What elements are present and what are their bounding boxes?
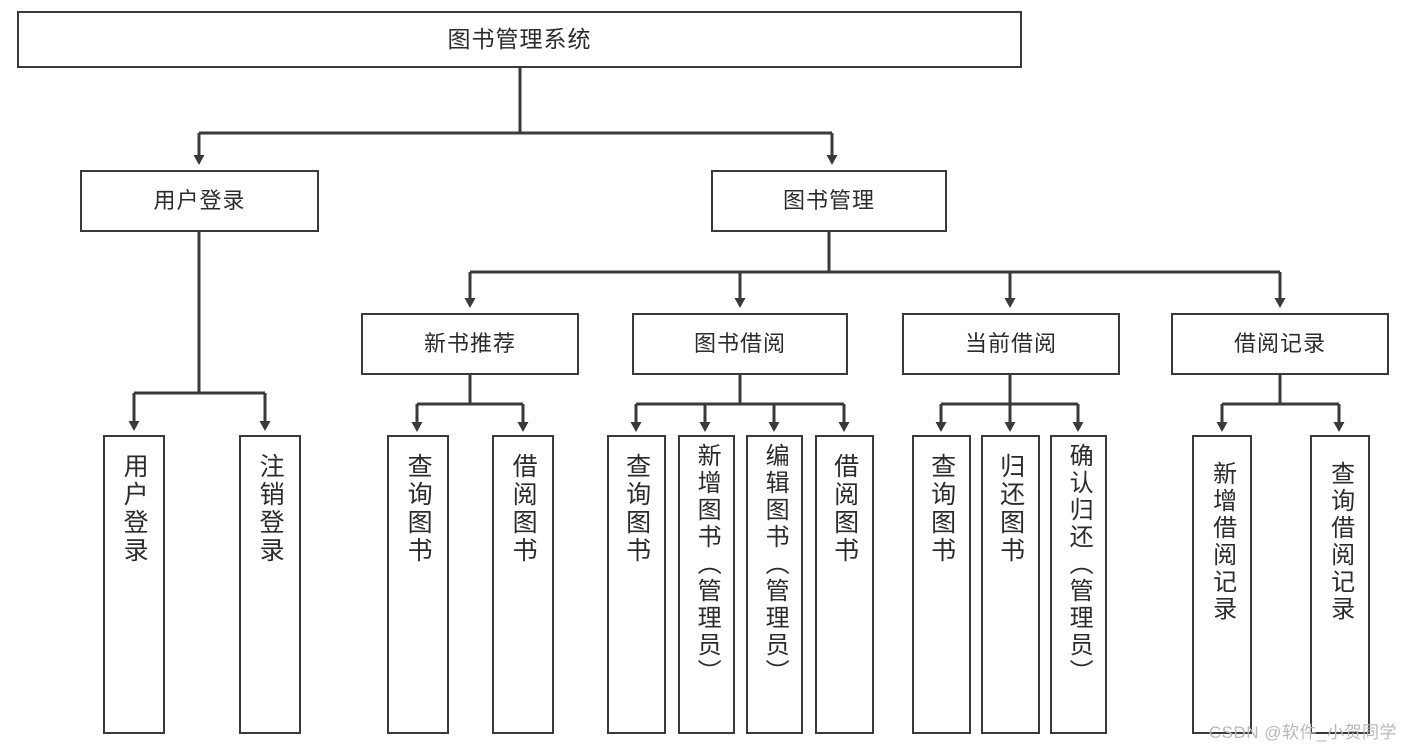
leaf-confirm-return-admin[interactable]: 确认归还（管理员） [1050, 435, 1107, 734]
node-new-book-recommend[interactable]: 新书推荐 [361, 313, 579, 375]
node-user-login[interactable]: 用户登录 [80, 170, 319, 232]
node-label: 查询图书 [622, 453, 651, 565]
leaf-query-book-newbook[interactable]: 查询图书 [387, 435, 449, 734]
leaf-return-book[interactable]: 归还图书 [981, 435, 1040, 734]
node-label: 借阅记录 [1233, 331, 1326, 357]
node-label: 查询图书 [404, 453, 433, 565]
node-label: 借阅图书 [830, 453, 859, 565]
node-current-borrow[interactable]: 当前借阅 [902, 313, 1120, 375]
leaf-borrow-book[interactable]: 借阅图书 [815, 435, 874, 734]
node-label: 用户登录 [153, 188, 246, 214]
leaf-query-borrow-record[interactable]: 查询借阅记录 [1310, 435, 1370, 734]
leaf-edit-book-admin[interactable]: 编辑图书（管理员） [746, 435, 803, 734]
node-label: 图书管理 [782, 188, 875, 214]
node-label: 注销登录 [256, 453, 285, 565]
node-root-system[interactable]: 图书管理系统 [17, 11, 1022, 68]
node-label: 借阅图书 [509, 453, 538, 565]
node-label: 编辑图书（管理员） [761, 443, 789, 686]
node-label: 当前借阅 [964, 331, 1057, 357]
node-label: 确认归还（管理员） [1065, 443, 1093, 686]
leaf-query-book-borrow[interactable]: 查询图书 [607, 435, 666, 734]
leaf-add-book-admin[interactable]: 新增图书（管理员） [678, 435, 735, 734]
leaf-add-borrow-record[interactable]: 新增借阅记录 [1192, 435, 1252, 734]
node-borrow-record[interactable]: 借阅记录 [1171, 313, 1389, 375]
node-book-borrow[interactable]: 图书借阅 [632, 313, 848, 375]
node-label: 新书推荐 [423, 331, 516, 357]
node-label: 用户登录 [120, 453, 149, 565]
node-label: 归还图书 [996, 453, 1025, 565]
watermark-text: CSDN @软件_小贺同学 [1208, 723, 1397, 742]
node-label: 图书管理系统 [447, 25, 592, 52]
leaf-query-book-current[interactable]: 查询图书 [912, 435, 971, 734]
node-label: 查询借阅记录 [1326, 461, 1354, 623]
node-label: 新增借阅记录 [1208, 461, 1236, 623]
leaf-borrow-book-newbook[interactable]: 借阅图书 [492, 435, 554, 734]
node-label: 新增图书（管理员） [693, 443, 721, 686]
leaf-user-login[interactable]: 用户登录 [103, 435, 165, 734]
node-label: 查询图书 [927, 453, 956, 565]
leaf-logout[interactable]: 注销登录 [239, 435, 301, 734]
node-label: 图书借阅 [693, 331, 786, 357]
node-book-management[interactable]: 图书管理 [711, 170, 947, 232]
